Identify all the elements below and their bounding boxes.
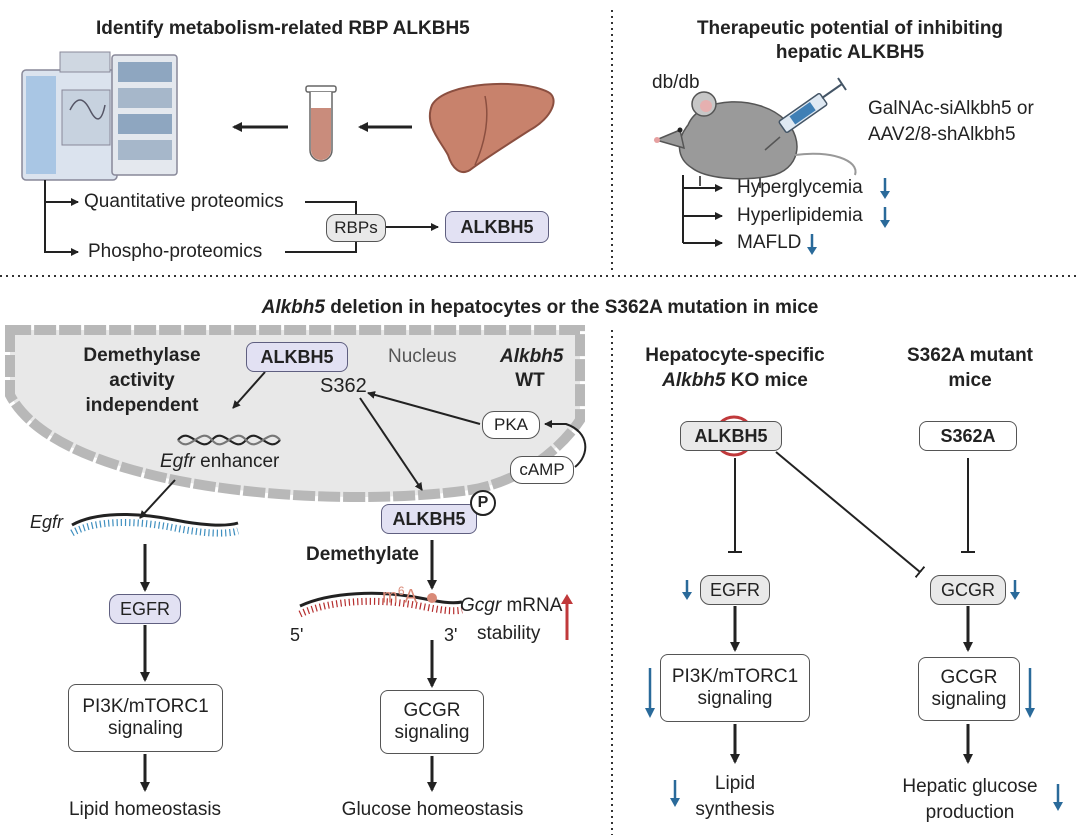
wt-label-line2: WT <box>515 370 545 391</box>
hepatic-glucose-line1: Hepatic glucose <box>902 776 1038 797</box>
mouse-icon <box>653 91 857 188</box>
lipid-homeostasis-label: Lipid homeostasis <box>68 799 222 820</box>
arrow-camp-to-pka <box>544 420 587 468</box>
ko-title-rest: KO mice <box>725 370 808 391</box>
pi3k-ko-line2: signaling <box>697 688 773 709</box>
pi3k-line2: signaling <box>108 718 183 739</box>
hepatic-glucose-line2: production <box>925 802 1015 823</box>
m6a-m: m <box>382 586 398 608</box>
stability-label: stability <box>477 623 541 644</box>
five-prime-label: 5' <box>290 625 304 645</box>
s362-label: S362 <box>320 375 367 397</box>
arrow-s362-to-alkbh5p <box>359 397 423 491</box>
arrow-pka-to-s362 <box>367 391 481 425</box>
ko-title-gene: Alkbh5 <box>662 370 726 391</box>
egfr-mrna-label: Egfr <box>30 512 63 533</box>
demethylase-line3: independent <box>85 395 199 416</box>
pi3k-ko-line1: PI3K/mTORC1 <box>671 666 799 688</box>
inhibit-alkbh5-to-gcgr <box>775 451 926 579</box>
pi3k-ko-box: PI3K/mTORC1 signaling <box>660 654 810 722</box>
treatment-line2: AAV2/8-shAlkbh5 <box>868 124 1016 145</box>
egfr-ko-box: EGFR <box>700 575 770 605</box>
alkbh5p-box: ALKBH5 <box>381 504 477 534</box>
db-db-label: db/db <box>652 72 700 93</box>
alkbh5-box-top: ALKBH5 <box>445 211 549 243</box>
mut-title-line2: mice <box>948 370 992 391</box>
lipid-synthesis-line2: synthesis <box>695 799 775 820</box>
mass-spectrometer-icon <box>21 51 178 181</box>
gcgr-sig-line1: GCGR <box>403 700 461 722</box>
panel2-title-line2: hepatic ALKBH5 <box>775 42 925 63</box>
phospho-badge: P <box>470 490 496 516</box>
syringe-icon <box>764 77 847 151</box>
wt-label-line1: Alkbh5 <box>500 346 564 368</box>
m6a-sup: 6 <box>397 584 405 598</box>
gcgr-sig-mut-line2: signaling <box>931 689 1007 710</box>
ko-title-line2: Alkbh5 KO mice <box>630 370 840 392</box>
gcgr-mut-box: GCGR <box>930 575 1006 605</box>
alkbh5-ko-box: ALKBH5 <box>680 421 782 451</box>
arrow-enhancer-to-egfr-mrna <box>139 479 176 519</box>
gcgr-mrna-label: Gcgr mRNA <box>460 595 562 617</box>
section3-title-rest: deletion in hepatocytes or the S362A mut… <box>324 297 819 318</box>
three-prime-label: 3' <box>444 625 458 645</box>
s362a-box: S362A <box>919 421 1017 451</box>
outcome-hyperglycemia: Hyperglycemia <box>737 177 863 198</box>
gcgr-sig-mut-line1: GCGR <box>940 667 998 689</box>
nucleus-label: Nucleus <box>388 346 457 367</box>
rbps-box: RBPs <box>326 214 386 242</box>
treatment-line1: GalNAc-siAlkbh5 or <box>868 98 1034 119</box>
section3-title: Alkbh5 deletion in hepatocytes or the S3… <box>0 297 1080 319</box>
ko-title-line1: Hepatocyte-specific <box>645 345 825 366</box>
m6a-a: A <box>404 586 418 608</box>
dna-helix-icon <box>177 434 281 446</box>
outcome-mafld: MAFLD <box>737 232 802 253</box>
glucose-homeostasis-label: Glucose homeostasis <box>341 799 524 820</box>
phospho-proteomics-label: Phospho-proteomics <box>88 241 263 262</box>
m6a-label: m6A <box>382 584 418 608</box>
gcgr-sig-line2: signaling <box>394 722 470 743</box>
egfr-box: EGFR <box>109 594 181 624</box>
quantitative-proteomics-label: Quantitative proteomics <box>84 191 284 212</box>
camp-box: cAMP <box>510 456 574 484</box>
alkbh5-box-nucleus: ALKBH5 <box>246 342 348 372</box>
up-arrow-icon <box>561 594 573 640</box>
panel1-title: Identify metabolism-related RBP ALKBH5 <box>96 18 470 39</box>
demethylase-line2: activity <box>109 370 175 391</box>
ms-branch-line <box>44 180 79 256</box>
egfr-enhancer-label: Egfr enhancer <box>160 451 279 473</box>
liver-icon <box>429 82 555 174</box>
gcgr-mrna-gene: Gcgr <box>460 595 502 616</box>
nucleus-shape <box>4 325 585 503</box>
outcome-hyperlipidemia: Hyperlipidemia <box>737 205 863 226</box>
m6a-dot <box>427 593 437 603</box>
lipid-synthesis-line1: Lipid <box>714 773 756 794</box>
gcgr-mrna-rest: mRNA <box>501 595 563 616</box>
down-arrow-icon <box>807 178 890 255</box>
pi3k-line1: PI3K/mTORC1 <box>82 696 209 718</box>
egfr-mrna-strand <box>70 513 240 537</box>
panel2-title-line1: Therapeutic potential of inhibiting <box>696 18 1004 39</box>
gcgr-sig-mut-box: GCGR signaling <box>918 657 1020 721</box>
proteomics-join-top <box>305 201 357 215</box>
pi3k-box: PI3K/mTORC1 signaling <box>68 684 223 752</box>
section3-title-gene: Alkbh5 <box>261 297 325 318</box>
mut-title-line1: S362A mutant <box>907 345 1033 366</box>
gcgr-mrna-strand <box>298 591 463 618</box>
enhancer-rest: enhancer <box>194 451 280 472</box>
wt-gene: Alkbh5 <box>500 346 564 367</box>
egfr-mrna-gene: Egfr <box>30 512 64 532</box>
demethylate-label: Demethylate <box>306 544 419 565</box>
blue-down-arrows <box>645 580 1063 811</box>
gcgr-signaling-box: GCGR signaling <box>380 690 484 754</box>
test-tube-icon <box>305 85 337 162</box>
proteomics-join-bottom <box>285 240 357 253</box>
enhancer-gene: Egfr <box>160 451 195 472</box>
pka-box: PKA <box>482 411 540 439</box>
arrow-alkbh5-to-enhancer <box>232 371 266 409</box>
demethylase-line1: Demethylase <box>83 345 201 366</box>
